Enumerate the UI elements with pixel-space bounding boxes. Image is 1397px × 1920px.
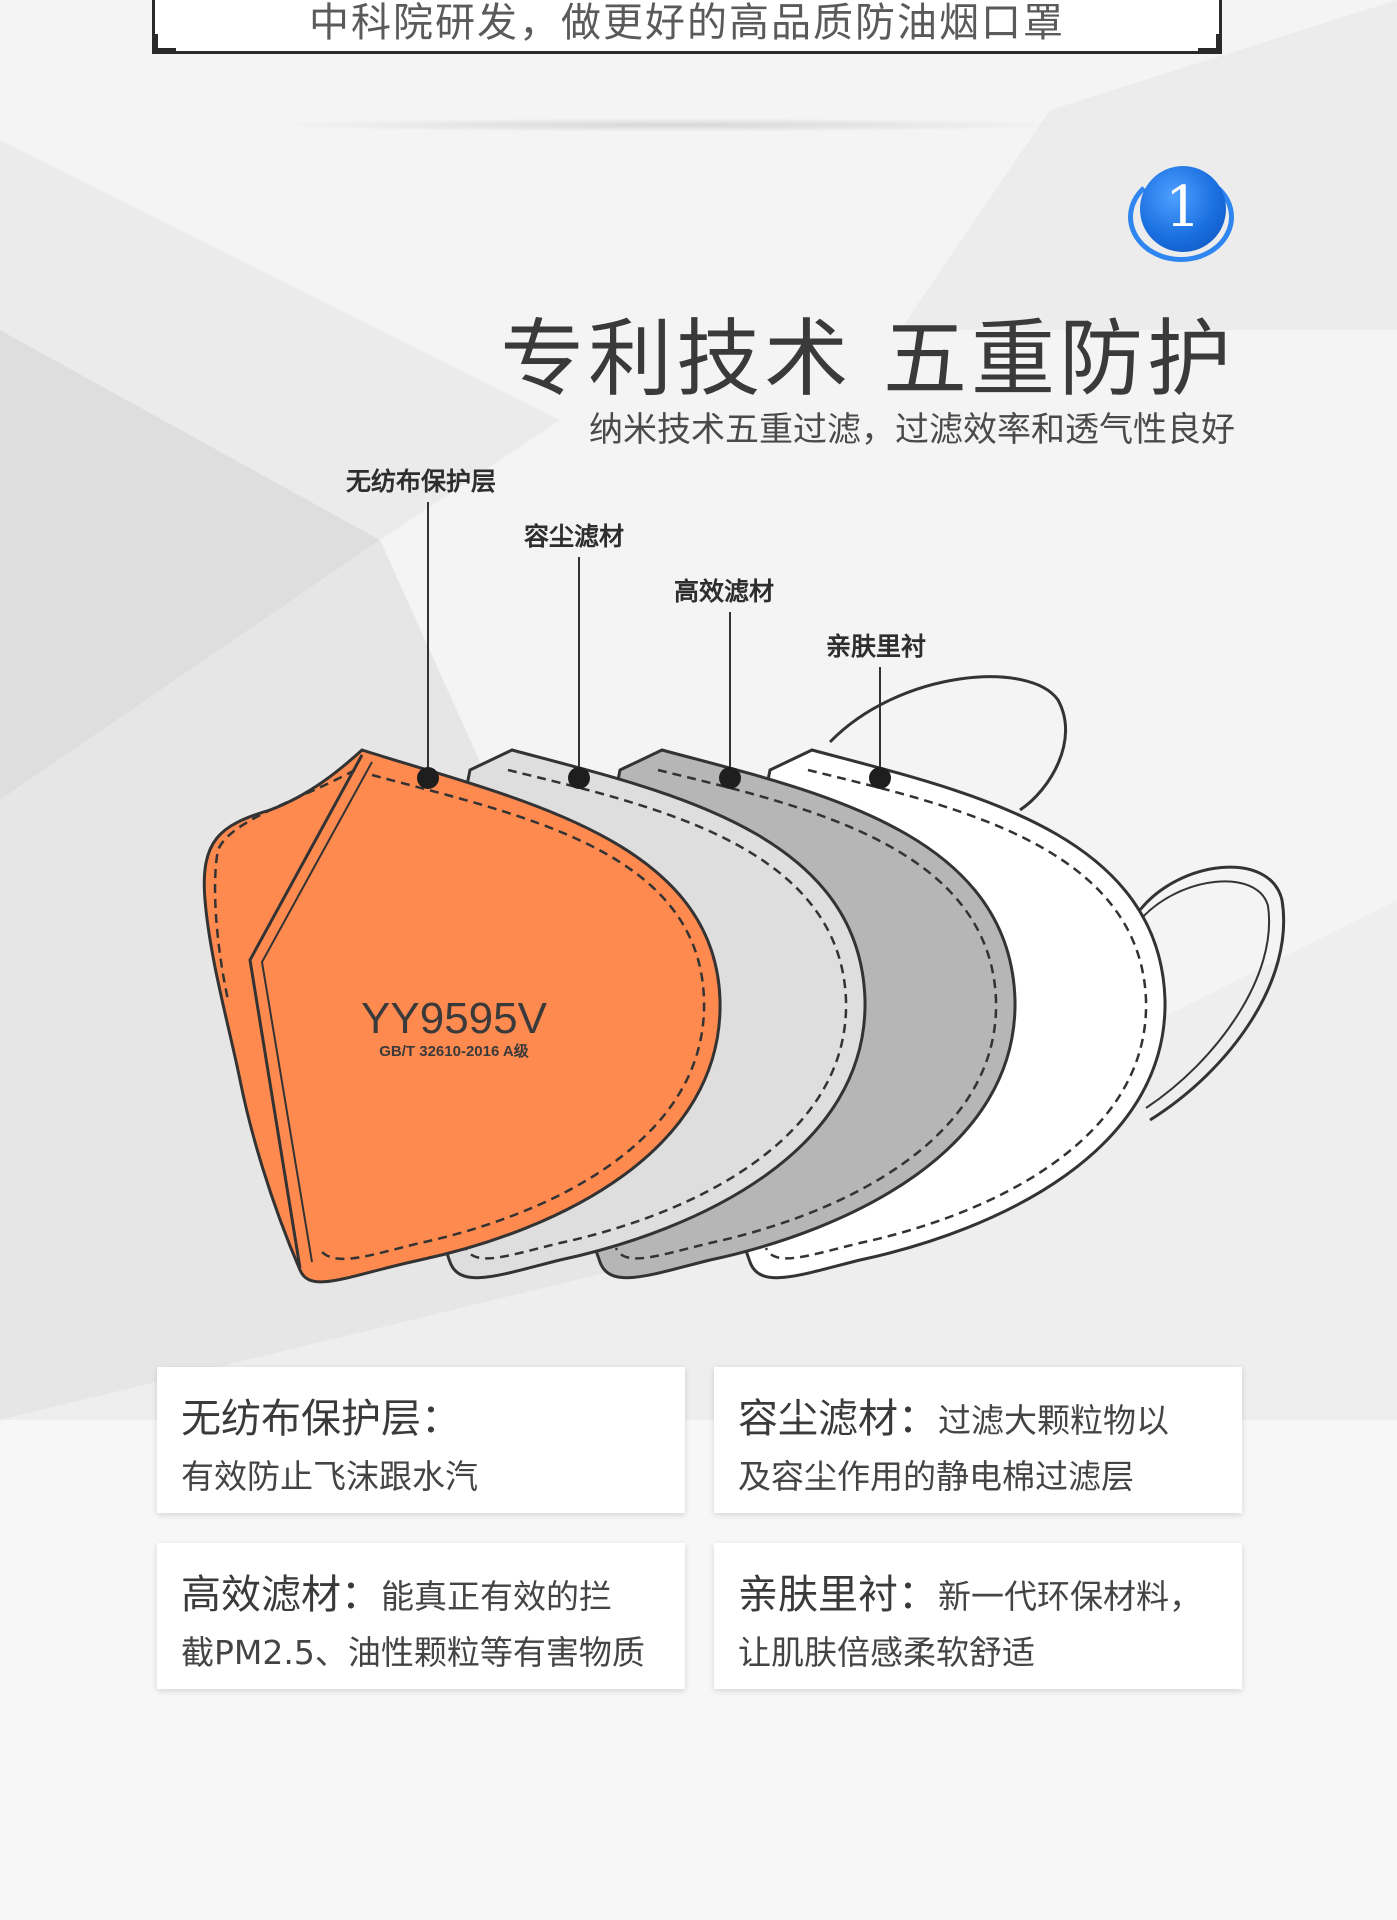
card-line1: 亲肤里衬：新一代环保材料，	[738, 1567, 1220, 1631]
ear-loop-front	[1138, 865, 1285, 1122]
info-card-hepa-filter: 高效滤材：能真正有效的拦 截PM2.5、油性颗粒等有害物质	[157, 1543, 685, 1689]
banner-text: 中科院研发，做更好的高品质防油烟口罩	[309, 0, 1065, 46]
card-title: 高效滤材：	[181, 1572, 381, 1618]
card-line2: 截PM2.5、油性颗粒等有害物质	[181, 1633, 645, 1672]
card-line1: 无纺布保护层：	[181, 1391, 663, 1455]
badge-circle	[1140, 166, 1226, 252]
badge-ring	[1128, 172, 1234, 262]
card-title: 亲肤里衬：	[738, 1572, 938, 1618]
ear-loop-back	[828, 675, 1068, 812]
card-desc: 新一代环保材料，	[938, 1577, 1202, 1616]
card-desc: 能真正有效的拦	[381, 1577, 612, 1616]
info-card-nonwoven: 无纺布保护层： 有效防止飞沫跟水汽	[157, 1367, 685, 1513]
layer-label-hepa-filter: 高效滤材	[674, 577, 775, 606]
section-number-badge: 1	[1128, 166, 1238, 266]
mask-model-text: YY9595V	[361, 994, 548, 1043]
info-card-dust-filter: 容尘滤材：过滤大颗粒物以 及容尘作用的静电棉过滤层	[714, 1367, 1242, 1513]
card-line2: 有效防止飞沫跟水汽	[181, 1457, 478, 1496]
section-title: 专利技术 五重防护	[500, 310, 1235, 408]
banner-corner-right	[1198, 34, 1222, 54]
card-title: 无纺布保护层：	[181, 1396, 461, 1442]
card-line1: 高效滤材：能真正有效的拦	[181, 1567, 663, 1631]
info-card-skin-lining: 亲肤里衬：新一代环保材料， 让肌肤倍感柔软舒适	[714, 1543, 1242, 1689]
layer-label-dust-filter: 容尘滤材	[524, 522, 625, 551]
top-banner: 中科院研发，做更好的高品质防油烟口罩	[152, 0, 1222, 54]
mask-layer-outer	[202, 748, 722, 1284]
leader-dot-dust-filter	[568, 767, 590, 789]
card-line1: 容尘滤材：过滤大颗粒物以	[738, 1391, 1220, 1455]
banner-corner-left	[152, 34, 176, 54]
leader-dot-hepa-filter	[719, 767, 741, 789]
card-title: 容尘滤材：	[738, 1396, 938, 1442]
leader-dot-skin-lining	[869, 767, 891, 789]
layer-label-nonwoven: 无纺布保护层	[346, 467, 497, 496]
mask-standard-text: GB/T 32610-2016 A级	[379, 1042, 530, 1060]
card-desc: 过滤大颗粒物以	[938, 1401, 1169, 1440]
card-line2: 及容尘作用的静电棉过滤层	[738, 1457, 1134, 1496]
section-number: 1	[1165, 175, 1201, 240]
card-line2: 让肌肤倍感柔软舒适	[738, 1633, 1035, 1672]
section-subtitle: 纳米技术五重过滤，过滤效率和透气性良好	[589, 410, 1235, 450]
layer-label-skin-lining: 亲肤里衬	[826, 632, 927, 661]
banner-shadow	[260, 118, 1080, 132]
leader-dot-nonwoven	[417, 767, 439, 789]
